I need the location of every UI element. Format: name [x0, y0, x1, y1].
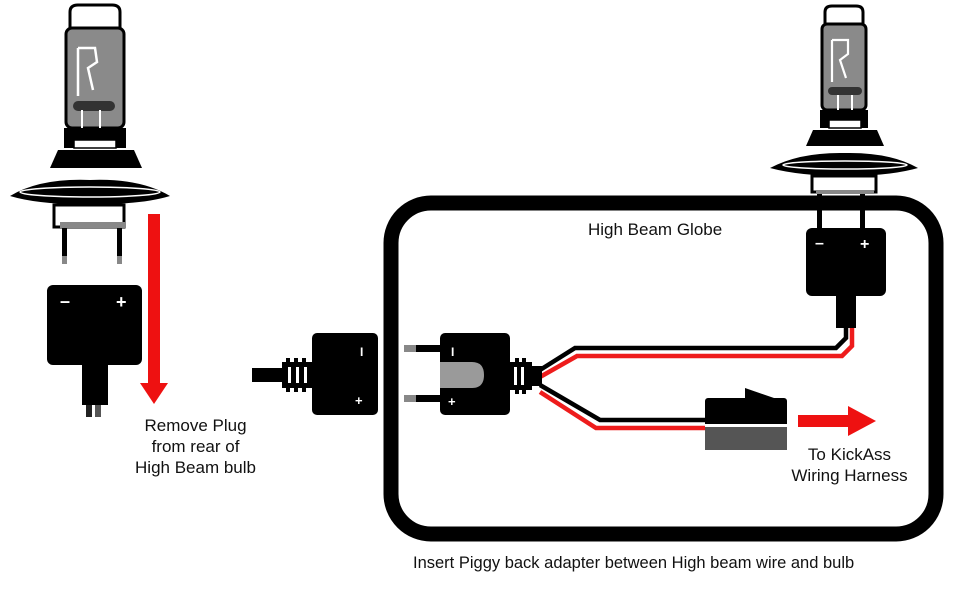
insert-instruction-label: Insert Piggy back adapter between High b…	[413, 554, 855, 572]
remove-arrow	[140, 214, 168, 404]
bulb-left	[10, 3, 170, 264]
adapter-male-negative: I	[451, 345, 454, 359]
adapter-male-plug: I +	[404, 333, 542, 415]
harness-connector	[705, 388, 787, 450]
plug-right: – +	[806, 228, 886, 328]
adapter-female-negative: I	[360, 345, 363, 359]
plug-left: – +	[47, 285, 142, 417]
adapter-enclosure	[383, 195, 944, 542]
bulb-right	[770, 4, 918, 230]
plug-right-positive: +	[860, 236, 869, 253]
plug-left-positive: +	[116, 292, 127, 312]
harness-arrow	[798, 406, 876, 436]
adapter-male-positive: +	[448, 394, 456, 409]
adapter-wires	[538, 328, 855, 431]
to-harness-label: To KickAss Wiring Harness	[791, 445, 908, 485]
adapter-female-socket: I +	[252, 333, 378, 415]
remove-plug-label: Remove Plug from rear of High Beam bulb	[135, 416, 256, 477]
plug-right-negative: –	[815, 235, 824, 252]
high-beam-globe-label: High Beam Globe	[588, 220, 723, 239]
plug-left-negative: –	[60, 291, 70, 311]
adapter-female-positive: +	[355, 393, 363, 408]
